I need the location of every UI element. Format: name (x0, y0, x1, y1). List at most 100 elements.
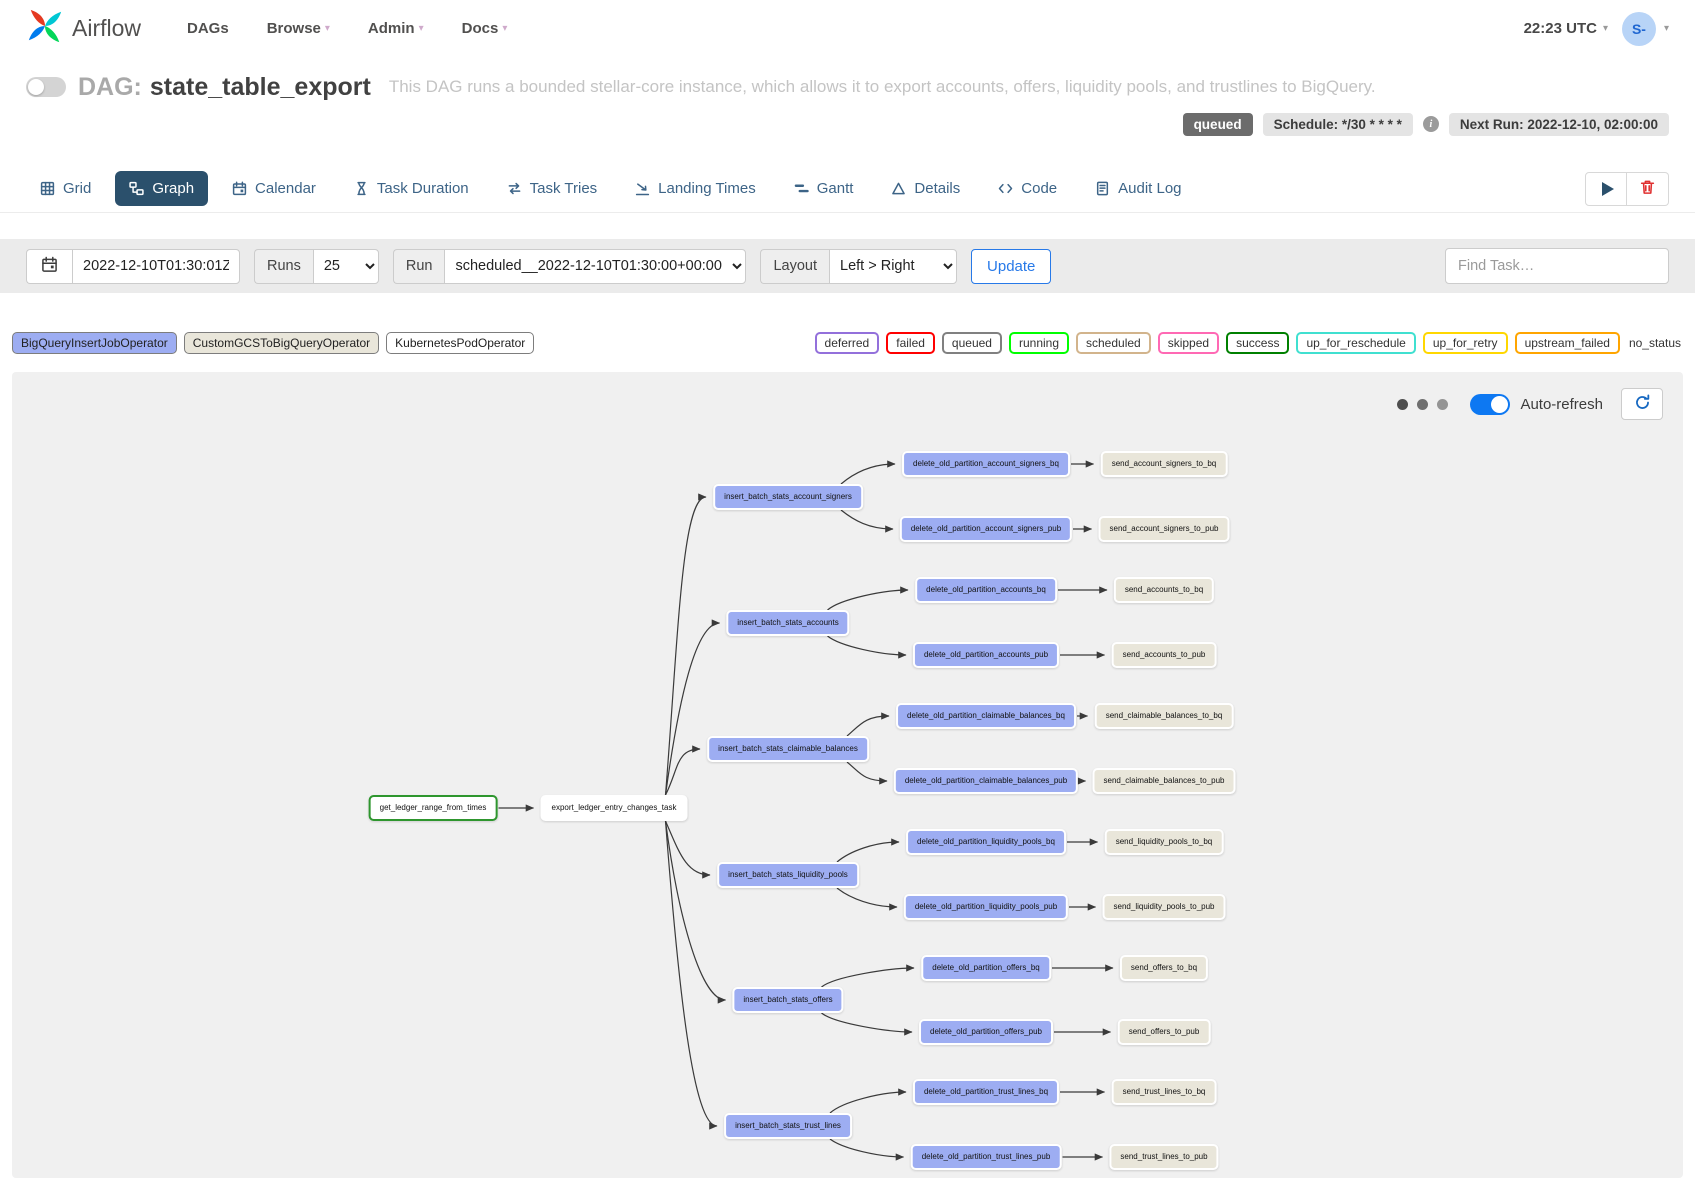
dag-edge (664, 745, 701, 796)
user-menu[interactable]: S- ▾ (1621, 11, 1669, 46)
task-node-delete-old-partition-trust-lines-pub[interactable]: delete_old_partition_trust_lines_pub (910, 1144, 1062, 1170)
tab-audit-log[interactable]: Audit Log (1081, 171, 1195, 206)
task-node-delete-old-partition-account-signers-bq[interactable]: delete_old_partition_account_signers_bq (902, 451, 1070, 477)
task-node-send-trust-lines-to-pub[interactable]: send_trust_lines_to_pub (1109, 1144, 1219, 1170)
task-node-send-accounts-to-pub[interactable]: send_accounts_to_pub (1111, 642, 1217, 668)
chevron-down-icon: ▾ (418, 23, 424, 34)
legend-status-failed[interactable]: failed (886, 332, 935, 354)
auto-refresh-label: Auto-refresh (1520, 395, 1603, 413)
nav-item-dags[interactable]: DAGs (187, 20, 229, 37)
auto-refresh-toggle[interactable] (1470, 393, 1511, 415)
chevron-down-icon: ▾ (1663, 23, 1669, 34)
tab-label: Grid (63, 180, 92, 197)
task-node-insert-batch-stats-account-signers[interactable]: insert_batch_stats_account_signers (713, 484, 863, 510)
task-node-delete-old-partition-claimable-balances-pub[interactable]: delete_old_partition_claimable_balances_… (893, 768, 1079, 794)
airflow-logo-icon (26, 7, 64, 50)
task-node-insert-batch-stats-liquidity-pools[interactable]: insert_batch_stats_liquidity_pools (717, 862, 859, 888)
tab-graph[interactable]: Graph (115, 171, 209, 206)
legend-status-upstream-failed[interactable]: upstream_failed (1514, 332, 1620, 354)
calendar-icon (232, 181, 247, 196)
gantt-icon (794, 181, 809, 196)
filter-bar: Runs 25 Run scheduled__2022-12-10T01:30:… (0, 239, 1695, 293)
task-node-send-liquidity-pools-to-bq[interactable]: send_liquidity_pools_to_bq (1104, 829, 1224, 855)
legend-status-running[interactable]: running (1008, 332, 1069, 354)
legend-status-deferred[interactable]: deferred (814, 332, 880, 354)
task-node-send-offers-to-bq[interactable]: send_offers_to_bq (1119, 955, 1209, 981)
refresh-icon (1634, 394, 1651, 414)
nav-item-docs[interactable]: Docs▾ (461, 20, 508, 37)
refresh-button[interactable] (1621, 388, 1663, 420)
task-node-insert-batch-stats-claimable-balances[interactable]: insert_batch_stats_claimable_balances (707, 736, 869, 762)
tab-label: Details (914, 180, 961, 197)
update-button[interactable]: Update (971, 248, 1052, 284)
tab-task-duration[interactable]: Task Duration (340, 171, 483, 206)
base-date-calendar-button[interactable] (26, 248, 72, 284)
legend-status-up-for-reschedule[interactable]: up_for_reschedule (1296, 332, 1416, 354)
tab-label: Landing Times (658, 180, 756, 197)
dag-edge (836, 838, 900, 863)
airflow-brand[interactable]: Airflow (26, 7, 141, 50)
dag-edge (829, 1138, 905, 1161)
task-node-insert-batch-stats-trust-lines[interactable]: insert_batch_stats_trust_lines (724, 1113, 852, 1139)
task-node-send-claimable-balances-to-pub[interactable]: send_claimable_balances_to_pub (1092, 768, 1236, 794)
legend-status-skipped[interactable]: skipped (1157, 332, 1220, 354)
dag-view-tabs: Grid Graph Calendar Task Duration Task Tries… (0, 165, 1695, 213)
task-node-delete-old-partition-accounts-pub[interactable]: delete_old_partition_accounts_pub (912, 642, 1060, 668)
tab-gantt[interactable]: Gantt (780, 171, 868, 206)
task-node-send-account-signers-to-pub[interactable]: send_account_signers_to_pub (1098, 516, 1230, 542)
dag-edges (498, 460, 1114, 1161)
task-node-get-ledger-range-from-times[interactable]: get_ledger_range_from_times (368, 795, 498, 821)
tab-code[interactable]: Code (984, 171, 1071, 206)
layout-select[interactable]: Left > Right (829, 248, 958, 284)
task-node-export-ledger-entry-changes-task[interactable]: export_ledger_entry_changes_task (540, 795, 688, 821)
task-node-delete-old-partition-claimable-balances-bq[interactable]: delete_old_partition_claimable_balances_… (896, 703, 1076, 729)
task-node-insert-batch-stats-accounts[interactable]: insert_batch_stats_accounts (726, 610, 850, 636)
run-select[interactable]: scheduled__2022-12-10T01:30:00+00:00 (444, 248, 747, 284)
avatar: S- (1621, 11, 1656, 46)
dag-pause-toggle[interactable] (26, 77, 66, 97)
tab-grid[interactable]: Grid (26, 171, 105, 206)
delete-dag-button[interactable] (1627, 171, 1669, 206)
task-node-send-claimable-balances-to-bq[interactable]: send_claimable_balances_to_bq (1094, 703, 1234, 729)
trash-icon (1639, 179, 1656, 199)
base-date-input[interactable] (72, 248, 240, 284)
task-node-delete-old-partition-trust-lines-bq[interactable]: delete_old_partition_trust_lines_bq (912, 1079, 1060, 1105)
dag-edge (664, 493, 707, 796)
task-node-send-account-signers-to-bq[interactable]: send_account_signers_to_bq (1100, 451, 1228, 477)
dag-state-badge: queued (1182, 112, 1253, 136)
task-node-insert-batch-stats-offers[interactable]: insert_batch_stats_offers (732, 987, 844, 1013)
task-node-send-liquidity-pools-to-pub[interactable]: send_liquidity_pools_to_pub (1102, 894, 1226, 920)
clock-menu[interactable]: 22:23 UTC ▾ (1524, 20, 1608, 37)
legend-status-success[interactable]: success (1226, 332, 1290, 354)
task-node-delete-old-partition-accounts-bq[interactable]: delete_old_partition_accounts_bq (915, 577, 1057, 603)
task-node-delete-old-partition-liquidity-pools-bq[interactable]: delete_old_partition_liquidity_pools_bq (906, 829, 1066, 855)
task-node-delete-old-partition-offers-pub[interactable]: delete_old_partition_offers_pub (919, 1019, 1053, 1045)
tab-details[interactable]: Details (877, 171, 974, 206)
legend-status-up-for-retry[interactable]: up_for_retry (1422, 332, 1508, 354)
task-node-delete-old-partition-account-signers-pub[interactable]: delete_old_partition_account_signers_pub (899, 516, 1073, 542)
dag-edge (836, 887, 898, 911)
schedule-label: Schedule: */30 * * * * (1273, 116, 1402, 132)
tab-landing-times[interactable]: Landing Times (621, 171, 770, 206)
nav-item-browse[interactable]: Browse▾ (266, 20, 330, 37)
legend-status-no-status[interactable]: no_status (1626, 334, 1683, 352)
task-node-delete-old-partition-liquidity-pools-pub[interactable]: delete_old_partition_liquidity_pools_pub (903, 894, 1069, 920)
tab-task-tries[interactable]: Task Tries (493, 171, 612, 206)
task-node-send-trust-lines-to-bq[interactable]: send_trust_lines_to_bq (1111, 1079, 1217, 1105)
legend-status-queued[interactable]: queued (941, 332, 1002, 354)
tab-calendar[interactable]: Calendar (218, 171, 330, 206)
legend-operator-bigqueryinsertjoboperator: BigQueryInsertJobOperator (12, 332, 177, 354)
nav-item-admin[interactable]: Admin▾ (367, 20, 424, 37)
audit-icon (1095, 181, 1110, 196)
dag-edge (840, 460, 896, 485)
task-node-send-accounts-to-bq[interactable]: send_accounts_to_bq (1113, 577, 1215, 603)
schedule-info-icon[interactable]: i (1422, 116, 1439, 132)
find-task-input[interactable] (1445, 248, 1669, 284)
legend-status-scheduled[interactable]: scheduled (1076, 332, 1151, 354)
tab-label: Code (1021, 180, 1058, 197)
chevron-down-icon: ▾ (324, 23, 330, 34)
task-node-send-offers-to-pub[interactable]: send_offers_to_pub (1117, 1019, 1211, 1045)
task-node-delete-old-partition-offers-bq[interactable]: delete_old_partition_offers_bq (921, 955, 1051, 981)
trigger-dag-button[interactable] (1585, 171, 1627, 206)
runs-select[interactable]: 25 (312, 248, 379, 284)
